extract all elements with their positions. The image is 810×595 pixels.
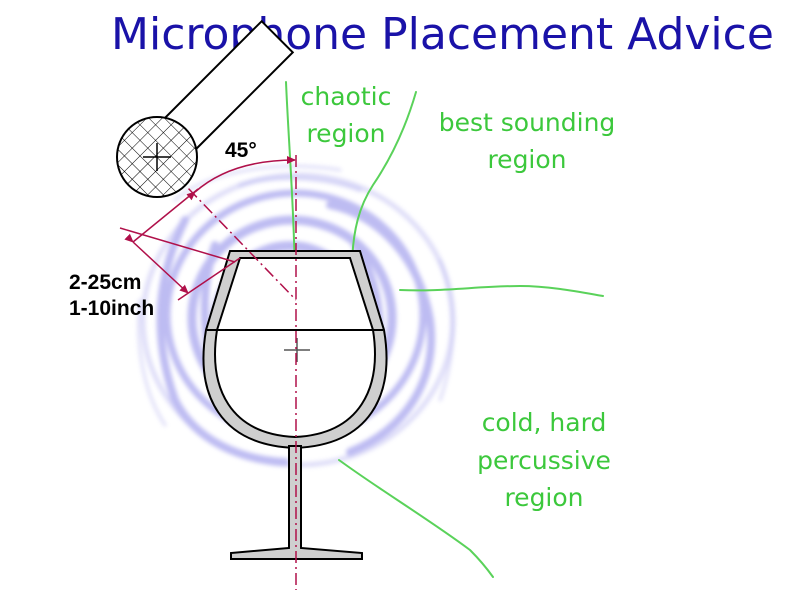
svg-text:percussive: percussive (477, 446, 611, 475)
svg-text:best sounding: best sounding (439, 108, 616, 137)
chaotic-region-label: chaotic region (301, 82, 392, 148)
svg-text:cold, hard: cold, hard (482, 408, 607, 437)
wine-glass (202, 250, 388, 560)
svg-text:region: region (306, 119, 385, 148)
glass-bowl-inner (214, 257, 376, 439)
cold-percussive-region-label: cold, hard percussive region (477, 408, 611, 512)
svg-text:region: region (487, 145, 566, 174)
angle-arc (186, 156, 296, 201)
angle-label: 45° (225, 139, 257, 162)
distance-dimension (124, 233, 189, 294)
glass-center-cross (284, 338, 310, 362)
distance-inch-label: 1-10inch (69, 297, 154, 320)
page-title: Microphone Placement Advice (111, 9, 774, 60)
best-sounding-region-label: best sounding region (439, 108, 616, 174)
microphone (116, 19, 295, 198)
distance-cm-label: 2-25cm (69, 271, 141, 294)
svg-text:region: region (504, 483, 583, 512)
svg-text:chaotic: chaotic (301, 82, 392, 111)
